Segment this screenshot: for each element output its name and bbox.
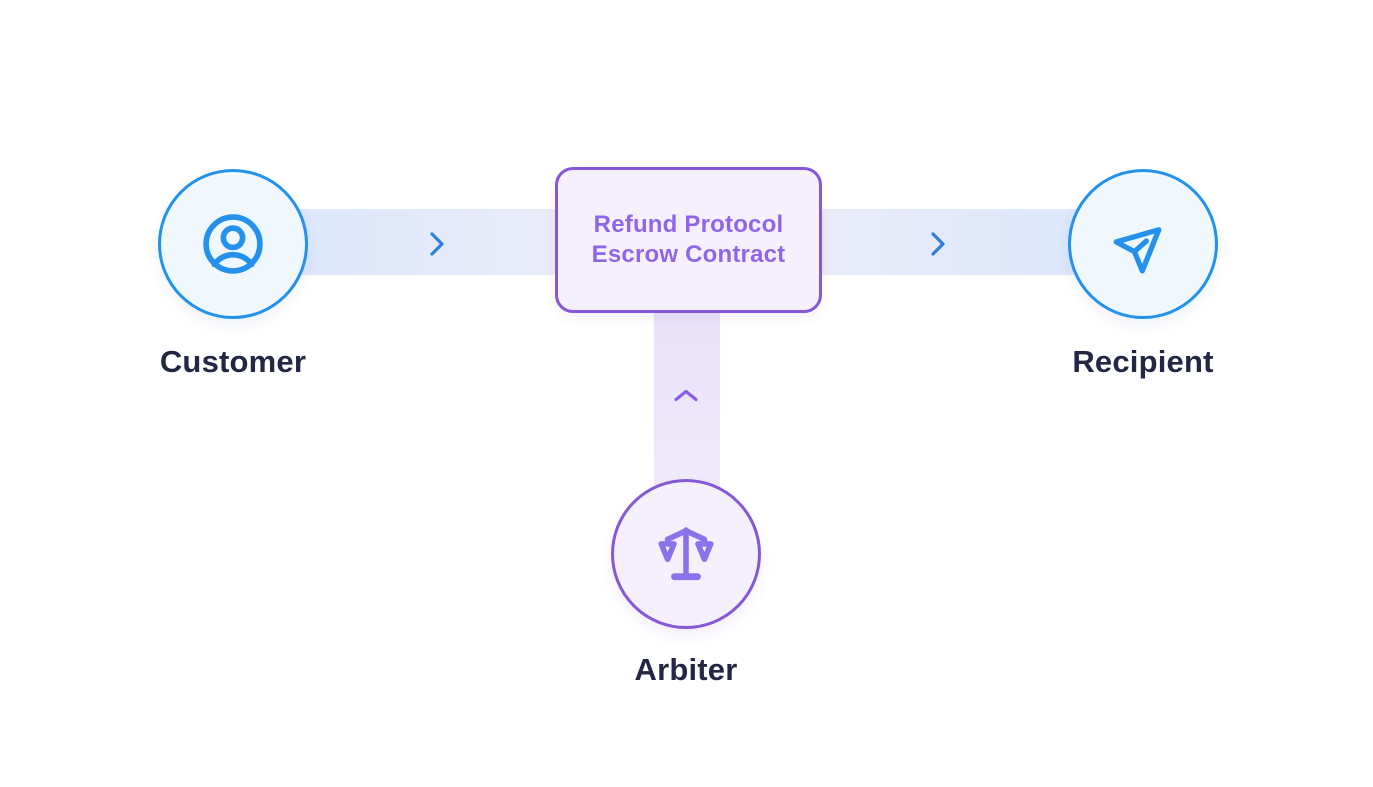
customer-node [158,169,308,319]
chevron-right-icon [931,232,945,256]
chevron-right-icon [430,232,444,256]
recipient-node [1068,169,1218,319]
send-icon [1113,214,1173,274]
escrow-contract-label-line1: Refund Protocol [593,211,784,238]
user-circle-icon [199,210,267,278]
recipient-label: Recipient [1072,344,1214,379]
scale-icon [654,522,718,586]
chevron-up-icon [674,389,698,402]
customer-label: Customer [159,344,307,379]
escrow-contract-label-line2: Escrow Contract [591,241,786,268]
arbiter-node [611,479,761,629]
arbiter-label: Arbiter [634,652,738,687]
escrow-contract-node: Refund Protocol Escrow Contract [555,167,822,313]
